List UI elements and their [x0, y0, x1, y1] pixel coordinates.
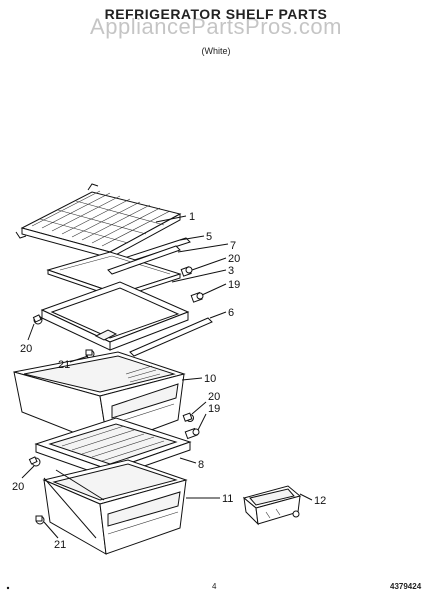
- callout-20-left: 20: [20, 343, 32, 355]
- callout-1: 1: [189, 211, 195, 223]
- callout-20-upper: 20: [228, 253, 240, 265]
- callout-12: 12: [314, 495, 326, 507]
- page-number: 4: [212, 582, 217, 591]
- clip-part-21-lower: [35, 515, 45, 525]
- shelf-clip-part-20: [180, 266, 193, 277]
- callout-8: 8: [198, 459, 204, 471]
- document-number: 4379424: [390, 582, 422, 591]
- callout-labels: 1 5 7 20 3 19 6 20 21 10 20 19 8 20 11 1…: [12, 211, 326, 551]
- drawer-clip-part-19: [184, 427, 200, 440]
- corner-dot: [6, 586, 10, 590]
- callout-6: 6: [228, 307, 234, 319]
- wire-shelf-part-1: [15, 183, 182, 259]
- drawer-clip-part-20: [182, 412, 194, 422]
- side-clip-part-20-lower: [28, 456, 41, 467]
- callout-21-lower: 21: [54, 539, 66, 551]
- door-bin-part-12: [242, 485, 302, 526]
- callout-3: 3: [228, 265, 234, 277]
- watermark-text: AppliancePartsPros.com: [90, 14, 342, 39]
- page-title: REFRIGERATOR SHELF PARTS: [104, 6, 328, 22]
- color-note: (White): [201, 46, 231, 56]
- side-clip-part-20-left: [32, 314, 43, 325]
- shelf-clip-part-19: [190, 291, 204, 303]
- callout-11: 11: [222, 493, 233, 505]
- callout-20-lower: 20: [12, 481, 24, 493]
- callout-19-upper: 19: [228, 279, 240, 291]
- crisper-cover-frame: [40, 281, 190, 351]
- callout-19-right: 19: [208, 403, 220, 415]
- front-trim-part-6: [129, 317, 213, 357]
- leader-lines: [21, 215, 313, 539]
- callout-21-upper: 21: [58, 359, 70, 371]
- callout-7: 7: [230, 240, 236, 252]
- callout-10: 10: [204, 373, 216, 385]
- callout-20-right: 20: [208, 391, 220, 403]
- callout-5: 5: [206, 231, 212, 243]
- crisper-drawer-part-11: [42, 459, 188, 555]
